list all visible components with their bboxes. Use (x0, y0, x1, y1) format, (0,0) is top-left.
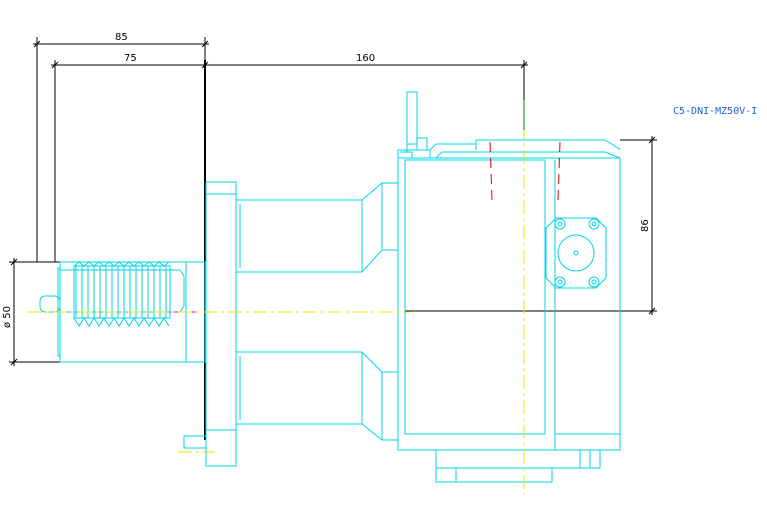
dimension-75: 75 (51, 53, 209, 262)
upper-arm (235, 182, 398, 273)
dimension-85-label: 85 (115, 32, 128, 43)
hidden-lines (489, 141, 561, 201)
dimension-86: 86 (405, 136, 657, 315)
dimension-85: 85 (33, 32, 209, 262)
dimension-diameter-50: ø 50 (2, 258, 60, 366)
part-label: C5-DNI-MZ50V-I (673, 106, 757, 117)
top-spindle (406, 91, 428, 152)
centerlines (28, 100, 525, 495)
dimension-75-label: 75 (124, 53, 137, 64)
dimension-160-label: 160 (356, 53, 375, 64)
mounting-face (545, 217, 607, 289)
bottom-base (435, 449, 601, 483)
dimension-diameter-50-label: ø 50 (2, 306, 13, 328)
lower-arm (235, 351, 398, 441)
main-housing (397, 139, 621, 451)
flange-plate (178, 60, 237, 467)
dimension-160: 160 (201, 53, 528, 130)
collet-thread (73, 261, 196, 327)
dimension-86-label: 86 (640, 219, 651, 232)
